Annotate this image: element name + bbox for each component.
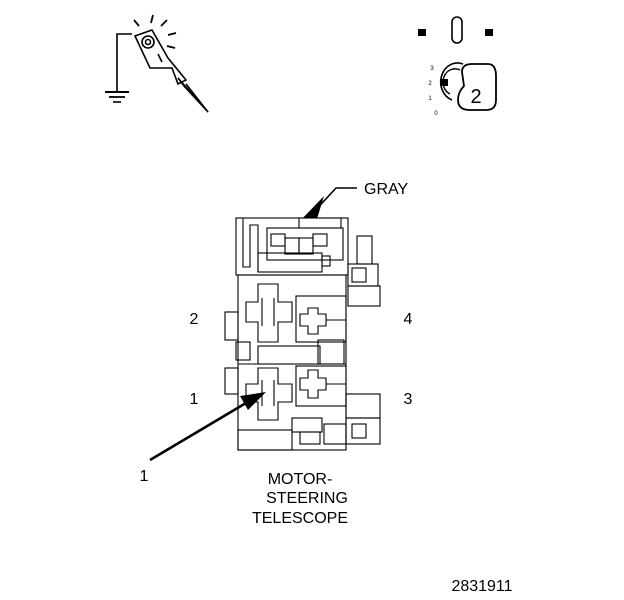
pin-label-3: 3 [404, 391, 413, 408]
pin-label-2: 2 [190, 311, 199, 328]
figure-number: 2831911 [451, 578, 512, 595]
key-position-label: 0 [434, 111, 438, 117]
wire-color-label: GRAY [364, 181, 408, 198]
ignition-right-marker [485, 29, 493, 36]
ignition-key-icon: 2 3 2 1 0 [418, 16, 497, 117]
key-slot-icon [451, 16, 463, 44]
key-position-label: 3 [430, 66, 434, 72]
pin-label-1: 1 [190, 391, 199, 408]
selected-position-marker [440, 79, 448, 86]
callout-1-arrow: 1 [140, 392, 266, 485]
callout-arrowhead [300, 196, 324, 222]
gray-wire-callout: GRAY [300, 181, 408, 222]
connector-drawing [224, 217, 381, 451]
selected-key-position: 2 [470, 86, 481, 108]
key-position-label: 2 [428, 81, 432, 87]
key-position-label: 1 [428, 96, 432, 102]
test-light-probe-icon [105, 14, 209, 113]
callout-1-arrowhead [240, 392, 266, 410]
component-name-line2: STEERING [266, 490, 348, 507]
callout-1-label: 1 [140, 468, 149, 485]
ignition-left-marker [418, 29, 426, 36]
component-name-line1: MOTOR- [268, 471, 333, 488]
pin-label-4: 4 [404, 311, 413, 328]
component-name-line3: TELESCOPE [252, 510, 348, 527]
